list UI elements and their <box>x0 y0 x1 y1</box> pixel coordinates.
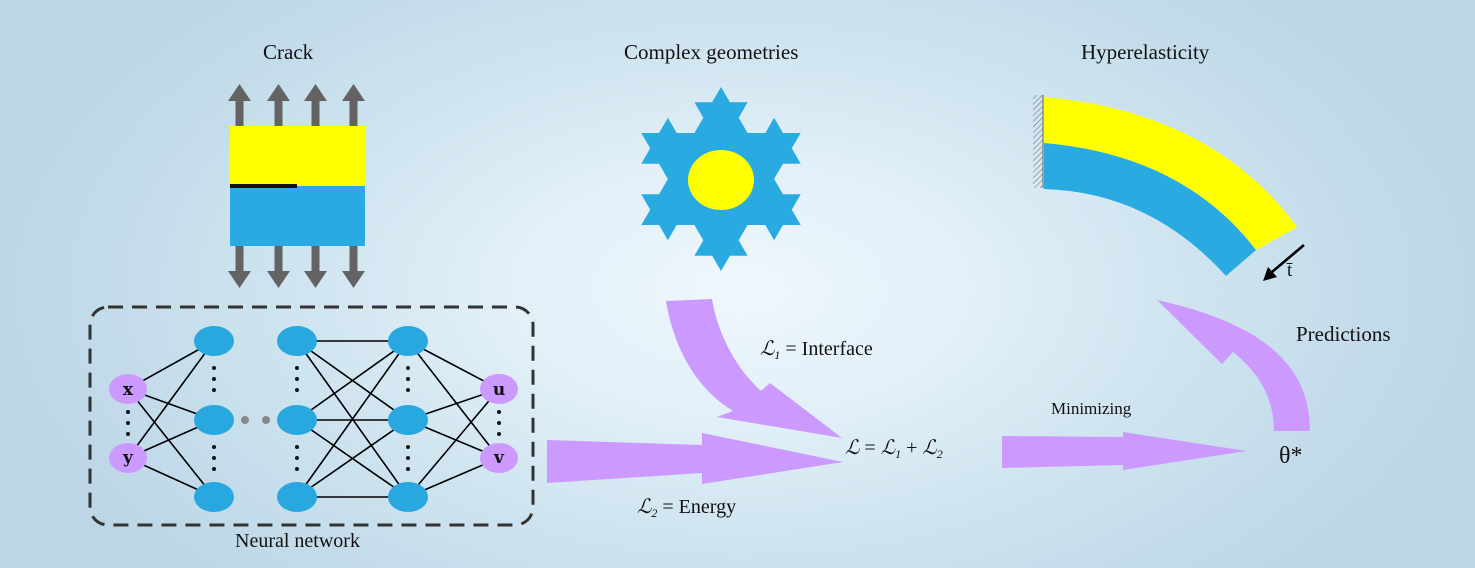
hyperelastic-beam <box>1033 95 1305 281</box>
network-edge <box>407 388 500 498</box>
io-neurons <box>109 374 518 473</box>
tension-arrows-bottom <box>228 246 365 288</box>
hidden-neurons <box>194 326 428 512</box>
network-edge <box>127 340 215 459</box>
loss-subscript: 1 <box>774 348 781 362</box>
network-edge <box>296 340 409 421</box>
predictions-arrow <box>1157 300 1310 431</box>
crack-line <box>230 184 297 188</box>
vertical-ellipsis-dots <box>126 366 501 471</box>
loss-symbol: ℒ <box>845 435 860 459</box>
input-x-label: x <box>123 380 134 400</box>
crack-title: Crack <box>263 40 314 64</box>
output-u-label: u <box>493 380 505 400</box>
complex-geometries-title: Complex geometries <box>624 40 799 64</box>
loss-symbol: ℒ <box>922 435 937 459</box>
input-y-label: y <box>122 448 134 468</box>
network-dashed-frame <box>88 305 535 527</box>
loss-symbol: ℒ <box>760 336 775 360</box>
traction-arrow <box>1263 244 1305 281</box>
minimizing-label: Minimizing <box>1051 399 1132 418</box>
flow-arrows <box>547 299 1310 484</box>
koch-snowflake <box>641 87 801 271</box>
output-v-label: v <box>493 448 505 468</box>
interface-loss-arrow <box>666 299 842 438</box>
loss-subscript: 2 <box>651 506 658 520</box>
energy-loss-arrow <box>547 433 843 484</box>
crack-lower-blue <box>230 186 365 246</box>
crack-specimen <box>228 84 365 288</box>
network-edge <box>296 419 409 498</box>
beam-blue-layer <box>1044 143 1256 276</box>
crack-upper-yellow <box>230 126 365 186</box>
loss-subscript: 1 <box>895 447 902 461</box>
energy-term: = Energy <box>662 496 737 518</box>
interface-loss-label: ℒ1 = Interface <box>760 336 873 363</box>
total-loss-equation: ℒ = ℒ1 + ℒ2 <box>845 435 943 462</box>
plus-sign: + <box>906 437 918 459</box>
interface-term: = Interface <box>785 338 873 360</box>
network-edge <box>296 340 409 498</box>
horizontal-ellipsis-dots <box>241 416 270 424</box>
neural-network-caption: Neural network <box>235 530 360 552</box>
fixed-support-hatch <box>1033 95 1043 188</box>
io-labels: x y u v <box>122 380 505 468</box>
tension-arrows-top <box>228 84 365 126</box>
loss-symbol: ℒ <box>637 494 652 518</box>
predictions-label: Predictions <box>1296 322 1391 346</box>
traction-label: t̄ <box>1287 260 1293 281</box>
hyperelasticity-title: Hyperelasticity <box>1081 40 1210 64</box>
energy-loss-label: ℒ2 = Energy <box>637 494 736 521</box>
network-edge <box>407 340 500 459</box>
network-edge <box>127 388 215 498</box>
circular-inclusion <box>688 150 754 210</box>
equals-sign: = <box>864 437 876 459</box>
loss-subscript: 2 <box>936 447 943 461</box>
minimizing-arrow <box>1002 432 1247 470</box>
neural-network: x y u v <box>88 305 535 527</box>
loss-symbol: ℒ <box>880 435 896 459</box>
optimal-parameters-label: θ* <box>1279 443 1303 469</box>
beam-yellow-layer <box>1044 97 1297 250</box>
